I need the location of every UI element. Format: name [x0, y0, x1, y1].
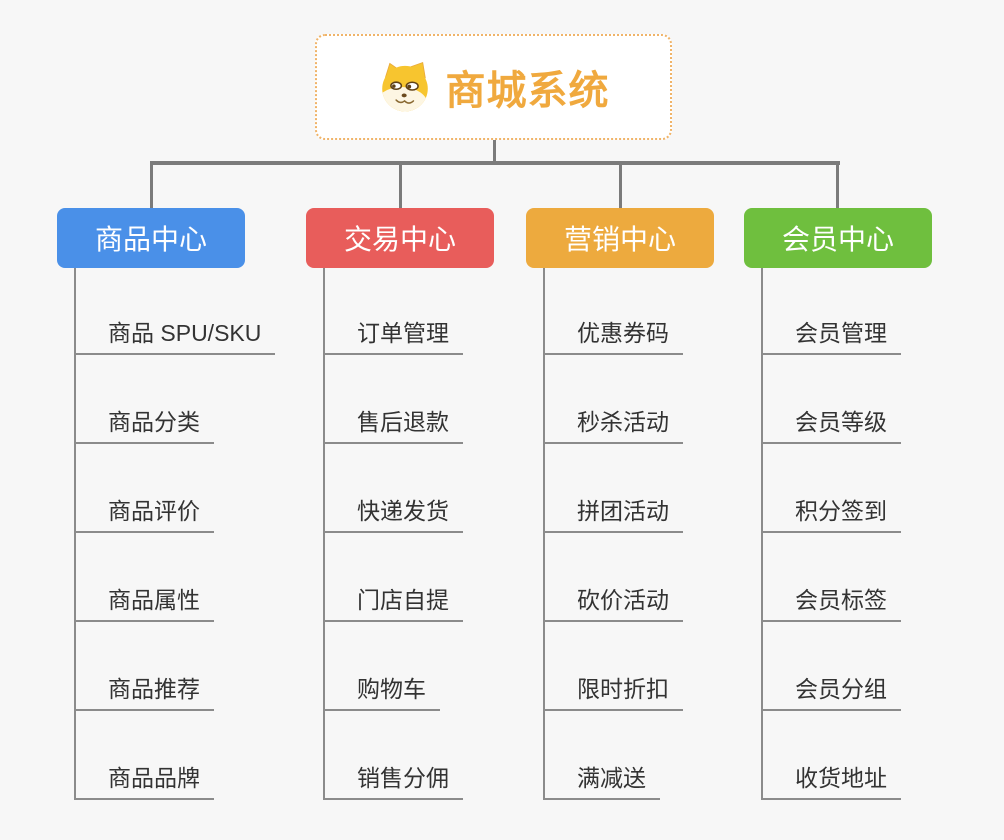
- connector-drop-trade: [399, 165, 402, 208]
- leaf-node[interactable]: 销售分佣: [325, 758, 463, 800]
- leaf-node[interactable]: 收货地址: [763, 758, 901, 800]
- branch-children-members: 会员管理 会员等级 积分签到 会员标签 会员分组 收货地址: [761, 268, 901, 800]
- connector-horizontal: [150, 161, 840, 165]
- branch-children-marketing: 优惠券码 秒杀活动 拼团活动 砍价活动 限时折扣 满减送: [543, 268, 683, 800]
- shiba-dog-icon: [381, 61, 428, 112]
- leaf-node[interactable]: 订单管理: [325, 313, 463, 355]
- root-title: 商城系统: [445, 69, 610, 113]
- connector-drop-marketing: [619, 165, 622, 208]
- leaf-node[interactable]: 商品 SPU/SKU: [76, 313, 276, 355]
- leaf-node[interactable]: 限时折扣: [545, 669, 683, 711]
- leaf-node[interactable]: 商品属性: [76, 580, 214, 622]
- leaf-node[interactable]: 商品品牌: [76, 758, 214, 800]
- leaf-node[interactable]: 商品推荐: [76, 669, 214, 711]
- connector-drop-members: [836, 165, 839, 208]
- leaf-node[interactable]: 优惠券码: [545, 313, 683, 355]
- branch-label: 营销中心: [563, 224, 676, 255]
- leaf-node[interactable]: 门店自提: [325, 580, 463, 622]
- branch-label: 商品中心: [94, 224, 207, 255]
- branch-node-products[interactable]: 商品中心: [57, 208, 245, 268]
- connector-drop-products: [150, 165, 153, 208]
- leaf-node[interactable]: 会员分组: [763, 669, 901, 711]
- leaf-node[interactable]: 砍价活动: [545, 580, 683, 622]
- connector-root-stub: [493, 140, 496, 163]
- branch-children-trade: 订单管理 售后退款 快递发货 门店自提 购物车 销售分佣: [323, 268, 463, 800]
- branch-node-trade[interactable]: 交易中心: [306, 208, 494, 268]
- leaf-node[interactable]: 会员等级: [763, 402, 901, 444]
- leaf-node[interactable]: 售后退款: [325, 402, 463, 444]
- leaf-node[interactable]: 会员标签: [763, 580, 901, 622]
- root-node[interactable]: 商城系统: [315, 34, 672, 140]
- branch-label: 会员中心: [781, 224, 894, 255]
- leaf-node[interactable]: 拼团活动: [545, 491, 683, 533]
- leaf-node[interactable]: 秒杀活动: [545, 402, 683, 444]
- leaf-node[interactable]: 商品分类: [76, 402, 214, 444]
- leaf-node[interactable]: 商品评价: [76, 491, 214, 533]
- leaf-node[interactable]: 会员管理: [763, 313, 901, 355]
- branch-node-marketing[interactable]: 营销中心: [526, 208, 714, 268]
- leaf-node[interactable]: 购物车: [325, 669, 440, 711]
- leaf-node[interactable]: 满减送: [545, 758, 660, 800]
- leaf-node[interactable]: 积分签到: [763, 491, 901, 533]
- branch-label: 交易中心: [343, 224, 456, 255]
- branch-node-members[interactable]: 会员中心: [744, 208, 932, 268]
- leaf-node[interactable]: 快递发货: [325, 491, 463, 533]
- branch-children-products: 商品 SPU/SKU 商品分类 商品评价 商品属性 商品推荐 商品品牌: [74, 268, 276, 800]
